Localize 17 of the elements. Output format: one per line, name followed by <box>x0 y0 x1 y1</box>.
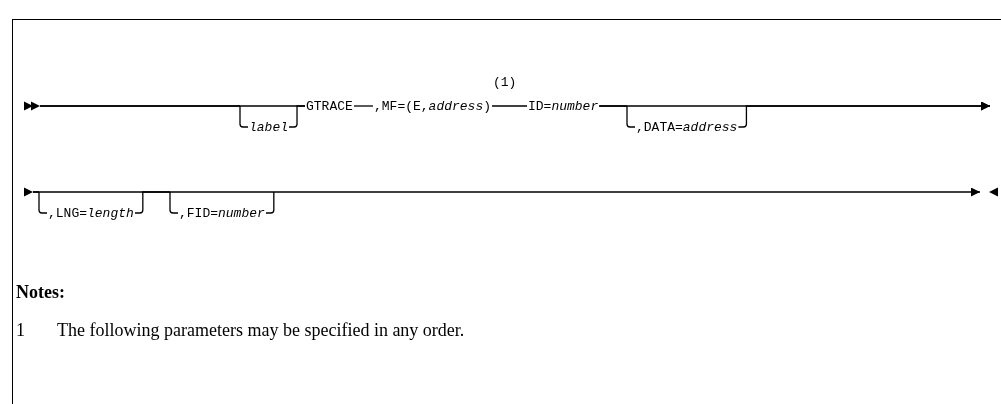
syntax-line <box>491 105 528 107</box>
continuation-mark <box>24 187 33 197</box>
syntax-line <box>32 187 981 214</box>
optional-parameter: ,DATA=address <box>635 119 739 135</box>
syntax-line <box>598 105 636 128</box>
optional-parameter: ,LNG=length <box>47 205 135 221</box>
syntax-line <box>737 101 991 128</box>
note-number: 1 <box>16 319 25 341</box>
notes-heading: Notes: <box>16 281 65 303</box>
footnote-reference: (1) <box>492 74 518 90</box>
statement-start-mark <box>24 101 40 111</box>
syntax-line <box>39 105 249 128</box>
optional-parameter: ,FID=number <box>178 205 266 221</box>
syntax-line <box>353 105 374 107</box>
syntax-line <box>134 191 179 214</box>
note-text: The following parameters may be specified in any order. <box>57 319 465 341</box>
syntax-line <box>288 105 306 128</box>
